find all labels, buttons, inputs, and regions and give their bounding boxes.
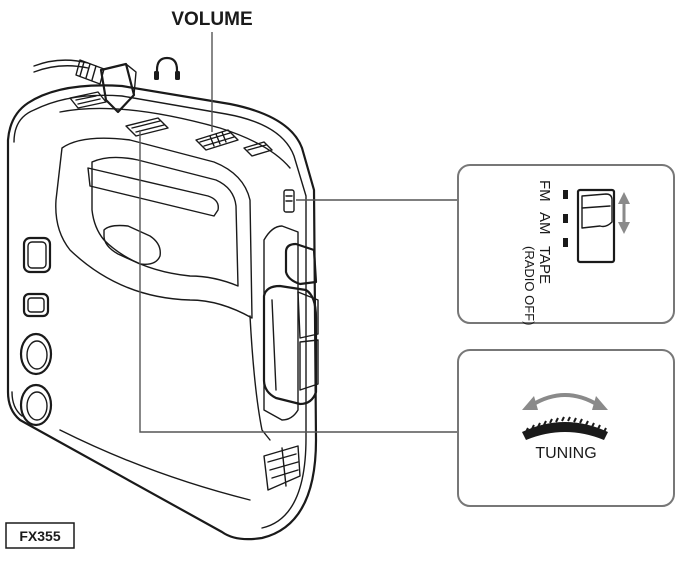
tape-label: TAPE (536, 246, 553, 284)
side-button-upper[interactable] (286, 244, 316, 284)
band-switch-callout: FM AM TAPE (RADIO OFF) (458, 165, 674, 325)
volume-wheel[interactable] (196, 130, 238, 150)
left-buttons (21, 238, 51, 425)
headphone-icon (154, 58, 180, 80)
am-label: AM (536, 212, 553, 235)
right-side-controls (264, 190, 318, 490)
fm-label: FM (536, 180, 553, 202)
tuning-label: TUNING (535, 445, 596, 462)
side-round-button-2[interactable] (21, 385, 51, 425)
side-round-button-1[interactable] (21, 334, 51, 374)
side-rocker-button[interactable] (264, 286, 318, 404)
top-controls (70, 92, 168, 136)
tuning-wheel-side[interactable] (264, 446, 300, 490)
radio-off-label: (RADIO OFF) (522, 246, 537, 325)
band-switch-small[interactable] (284, 190, 294, 212)
cassette-player-body (8, 85, 316, 539)
headphone-cable (34, 60, 104, 84)
model-badge: FX355 (6, 523, 74, 548)
volume-label: VOLUME (171, 9, 252, 30)
model-label: FX355 (19, 528, 60, 544)
tuning-callout: TUNING (458, 350, 674, 506)
